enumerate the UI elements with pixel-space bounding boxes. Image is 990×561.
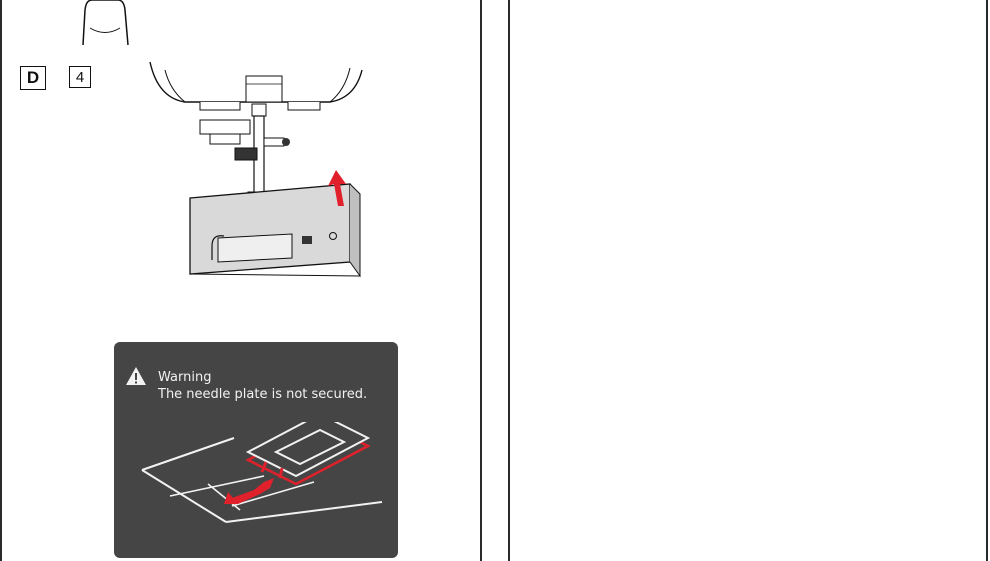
warning-triangle-icon — [126, 367, 146, 385]
warning-message: The needle plate is not secured. — [158, 387, 368, 402]
right-page-border — [986, 0, 988, 561]
finger-illustration — [82, 0, 129, 45]
step-number-label: 4 — [69, 66, 91, 88]
needle-plate-illustration — [141, 422, 383, 523]
left-page-divider — [480, 0, 482, 561]
right-page-divider — [508, 0, 510, 561]
left-page-border — [0, 0, 2, 561]
warning-title: Warning — [158, 370, 212, 385]
warning-panel: Warning The needle plate is not secured. — [114, 342, 398, 558]
sewing-machine-illustration — [149, 61, 363, 278]
step-letter-label: D — [20, 66, 46, 90]
